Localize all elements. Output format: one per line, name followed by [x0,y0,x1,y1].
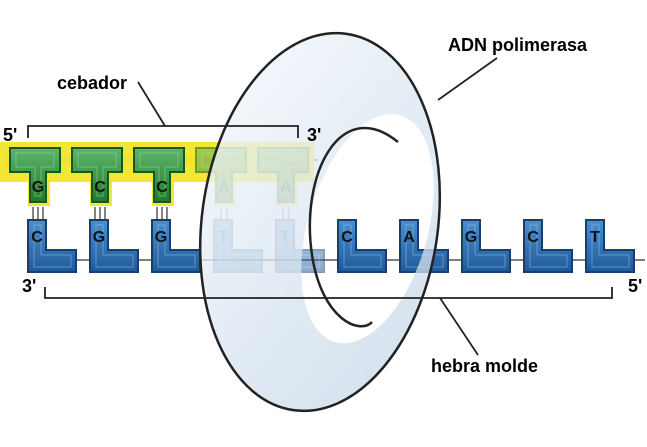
template-base-label: G [155,229,167,246]
template-leader [439,297,479,356]
primer-base-label: C [156,179,168,196]
template-3prime-end: 3' [22,276,37,296]
polymerase-label: ADN polimerasa [448,35,588,55]
dna-polymerase-ring [198,31,442,413]
template-nucleotide: G [461,219,511,273]
primer-5prime-end: 5' [3,125,18,145]
primer-leader [137,81,166,127]
template-nucleotide: C [523,219,573,273]
template-nucleotide: G [151,219,201,273]
template-base-label: C [527,229,539,246]
polymerase-leader [437,57,498,101]
primer-nucleotide: C [71,147,123,203]
template-5prime-end: 5' [628,276,643,296]
primer-3prime-end: 3' [307,125,322,145]
template-base-label: G [93,229,105,246]
primer-base-label: G [32,179,44,196]
primer-bracket [27,125,299,138]
template-bracket [44,287,613,299]
template-nucleotide: T [585,219,635,273]
primer-nucleotide: G [9,147,61,203]
primer-nucleotide: C [133,147,185,203]
template-base-label: G [465,229,477,246]
primer-base-label: C [94,179,106,196]
template-base-label: T [590,229,600,246]
primer-label: cebador [57,73,128,93]
template-nucleotide: C [27,219,77,273]
template-nucleotide: G [89,219,139,273]
template-base-label: C [31,229,43,246]
template-label: hebra molde [431,356,539,376]
